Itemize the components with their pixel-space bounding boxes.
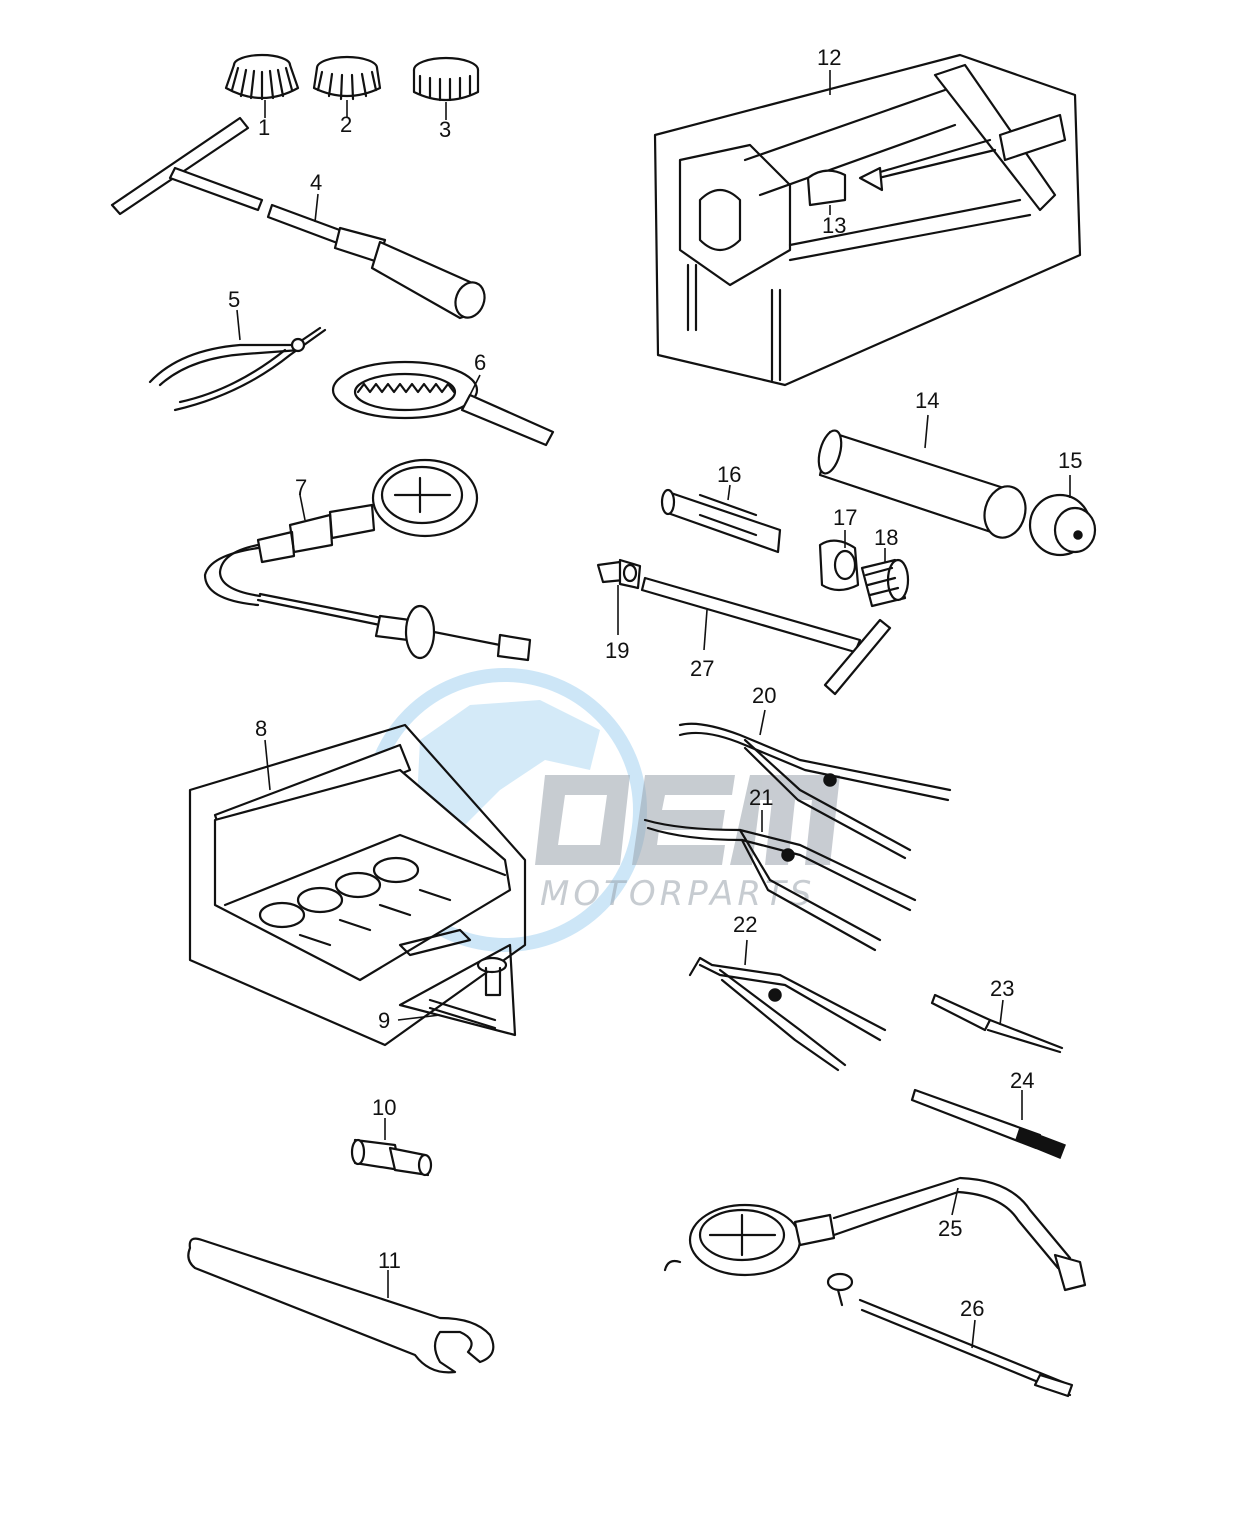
callout-15: 15 [1058, 448, 1082, 473]
part-2-bearing [312, 55, 382, 117]
part-24-pin-driver [910, 1088, 1066, 1159]
part-15-driver-head [1028, 475, 1097, 557]
part-1-bearing [224, 53, 300, 118]
callout-13: 13 [822, 213, 846, 238]
callout-24: 24 [1010, 1068, 1034, 1093]
part-9-gauge-adapter [397, 943, 517, 1037]
part-21-circlip-pliers [643, 810, 917, 952]
part-23-screwdriver [930, 993, 1064, 1054]
part-19-tip [596, 558, 642, 635]
part-20-circlip-pliers [678, 709, 952, 860]
callout-labels: 1 2 3 4 5 6 7 8 9 10 11 12 13 14 15 16 1… [228, 45, 1082, 1321]
watermark-continent-icon [415, 700, 600, 880]
part-5-pliers [148, 309, 327, 412]
part-27-t-handle-shaft [640, 576, 892, 696]
part-22-pliers [688, 939, 887, 1072]
callout-11: 11 [378, 1248, 401, 1273]
part-14-driver-tube [817, 414, 1027, 539]
callout-17: 17 [833, 505, 857, 530]
part-6-ring-holder [331, 360, 555, 447]
callout-18: 18 [874, 525, 898, 550]
watermark-logo-letters [535, 775, 840, 865]
part-3-bearing [412, 56, 480, 120]
watermark-brand-text: MOTORPARTS [540, 874, 815, 914]
part-8-vacuum-gauge-kit [188, 723, 527, 1047]
part-13-adapter-cap [806, 169, 847, 215]
callout-2: 2 [340, 112, 352, 137]
part-18-knurled-collar [860, 548, 910, 608]
callout-3: 3 [439, 117, 451, 142]
callout-9: 9 [378, 1008, 390, 1033]
part-11-hook-wrench [187, 1237, 495, 1374]
callout-6: 6 [474, 350, 486, 375]
callout-4: 4 [310, 170, 322, 195]
part-10-socket [350, 1118, 433, 1177]
callout-27: 27 [690, 656, 714, 681]
part-4-t-handle-socket [110, 116, 486, 320]
part-16-threaded-driver [660, 484, 782, 554]
callout-21: 21 [749, 785, 773, 810]
part-25-oil-pressure-gauge [663, 1176, 1087, 1292]
callout-22: 22 [733, 912, 757, 937]
part-12-bearing-puller [653, 53, 1082, 387]
callout-1: 1 [258, 115, 270, 140]
callout-12: 12 [817, 45, 841, 70]
callout-19: 19 [605, 638, 629, 663]
callout-16: 16 [717, 462, 741, 487]
callout-10: 10 [372, 1095, 396, 1120]
part-7-compression-gauge [203, 458, 532, 662]
callout-7: 7 [295, 475, 307, 500]
part-17-adapter [818, 530, 860, 592]
callout-25: 25 [938, 1216, 962, 1241]
part-26-oil-gauge-adapter [826, 1272, 1074, 1398]
callout-26: 26 [960, 1296, 984, 1321]
callout-20: 20 [752, 683, 776, 708]
callout-23: 23 [990, 976, 1014, 1001]
callout-14: 14 [915, 388, 939, 413]
callout-5: 5 [228, 287, 240, 312]
callout-8: 8 [255, 716, 267, 741]
